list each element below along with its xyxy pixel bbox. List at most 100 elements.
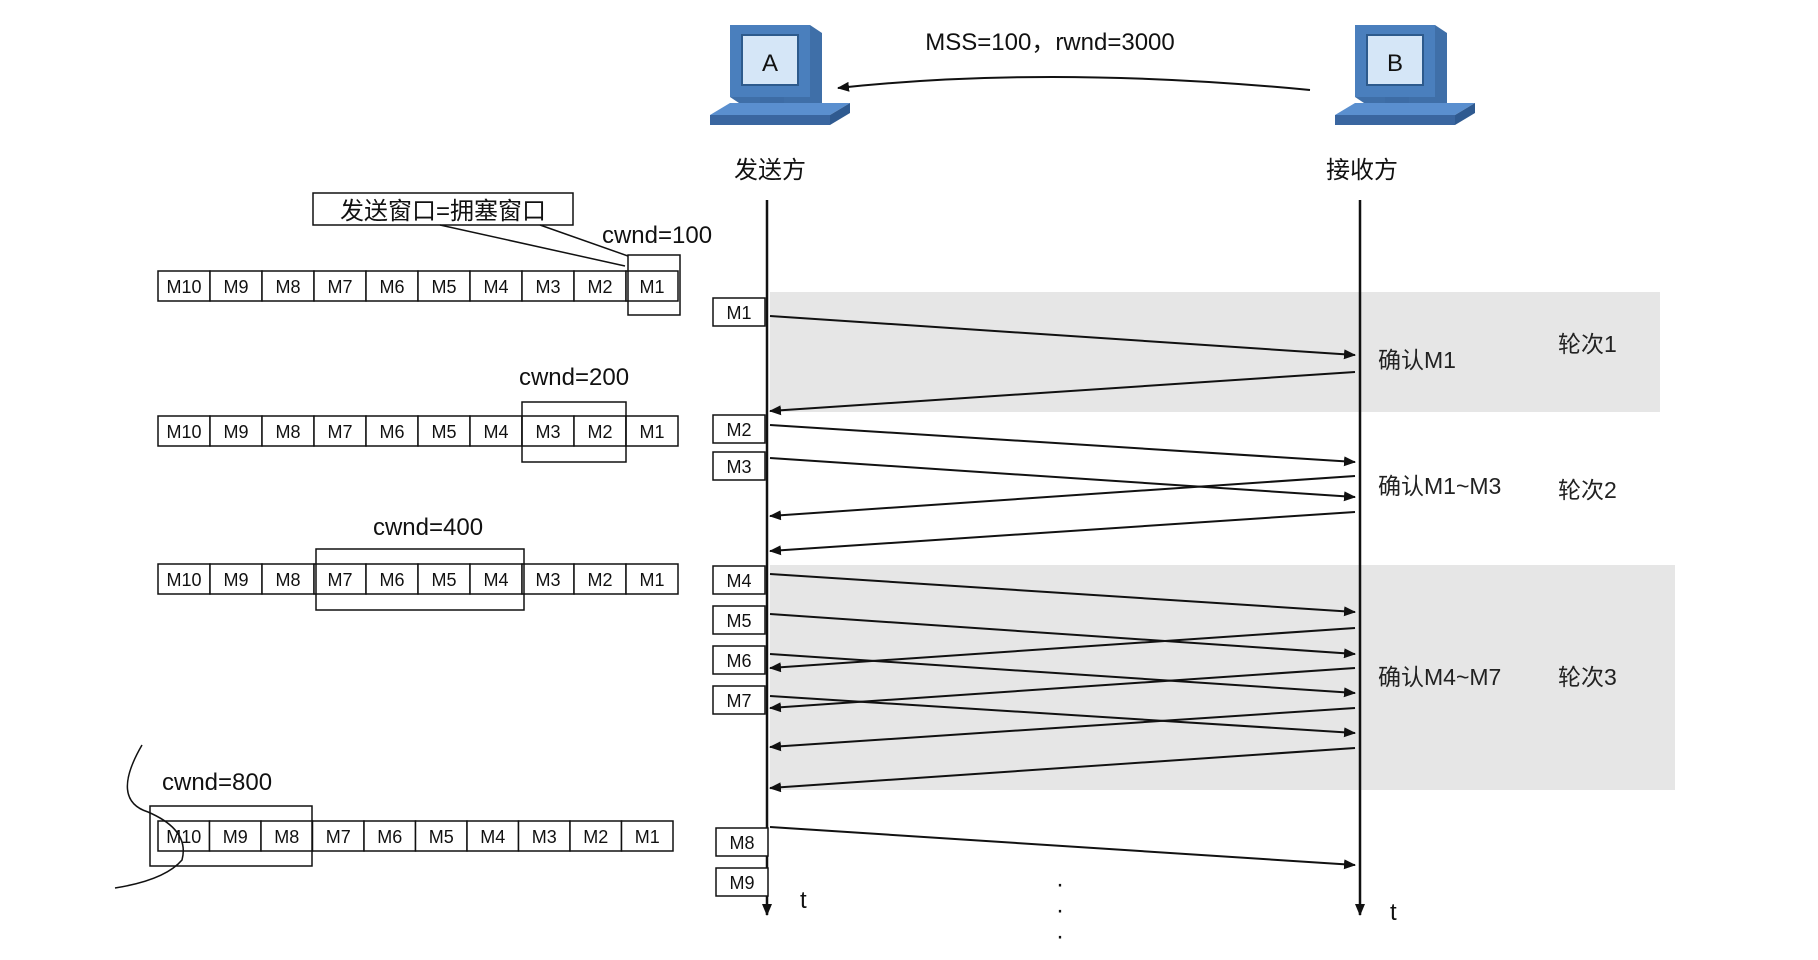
packet-box <box>712 414 766 444</box>
segment-cell <box>157 270 211 302</box>
congestion-window-frame <box>149 805 313 867</box>
segment-label: M4 <box>483 277 508 297</box>
segment-label: M8 <box>275 422 300 442</box>
segment-label: M4 <box>480 827 505 847</box>
segment-cell <box>466 820 520 852</box>
segment-label: M2 <box>587 422 612 442</box>
packet-box <box>712 645 766 675</box>
segment-label: M1 <box>639 570 664 590</box>
segment-label: M5 <box>431 570 456 590</box>
segment-label: M5 <box>431 277 456 297</box>
segment-label: M4 <box>483 570 508 590</box>
segment-label: M9 <box>223 827 248 847</box>
ack-arrows <box>769 371 1356 793</box>
segment-label: M3 <box>535 422 560 442</box>
segment-label: M8 <box>275 570 300 590</box>
segment-label: M7 <box>326 827 351 847</box>
segment-cell <box>261 563 315 595</box>
callout-text: 发送窗口=拥塞窗口 <box>340 198 546 225</box>
ack-label: 确认M1~M3 <box>1378 473 1501 499</box>
segment-label: M8 <box>274 827 299 847</box>
receiver-computer-icon: B <box>1334 24 1476 126</box>
packet-box <box>712 605 766 635</box>
segment-label: M7 <box>327 422 352 442</box>
segment-cell <box>625 270 679 302</box>
packet-label: M9 <box>729 873 754 893</box>
congestion-window-frame <box>627 254 681 316</box>
segment-label: M8 <box>275 277 300 297</box>
cwnd-label: cwnd=100 <box>602 222 712 249</box>
segment-label: M1 <box>639 277 664 297</box>
receiver-time-label: t <box>1390 899 1397 926</box>
segment-cell <box>573 563 627 595</box>
segment-label: M3 <box>532 827 557 847</box>
segment-cell <box>573 415 627 447</box>
ellipsis-dot: · <box>1056 871 1064 898</box>
congestion-window-frame <box>315 548 525 611</box>
ack-label: 确认M4~M7 <box>1378 664 1501 690</box>
segment-cell <box>414 820 468 852</box>
segment-cell <box>417 415 471 447</box>
segment-cell <box>209 270 263 302</box>
packet-box <box>715 827 769 857</box>
round-label: 轮次1 <box>1558 331 1617 357</box>
segment-cell <box>469 563 523 595</box>
segment-label: M2 <box>587 277 612 297</box>
packet-label: M1 <box>726 303 751 323</box>
segment-cell <box>620 820 674 852</box>
round-label: 轮次2 <box>1558 477 1617 503</box>
segment-cell <box>363 820 417 852</box>
round-label: 轮次3 <box>1558 664 1617 690</box>
window-callout: 发送窗口=拥塞窗口 <box>312 192 629 267</box>
segment-cell <box>365 270 419 302</box>
segment-label: M4 <box>483 422 508 442</box>
cwnd-label: cwnd=200 <box>519 364 629 391</box>
packet-label: M6 <box>726 651 751 671</box>
packet-label: M4 <box>726 571 751 591</box>
segment-label: M10 <box>166 827 201 847</box>
segment-label: M6 <box>377 827 402 847</box>
congestion-window-frame <box>521 401 627 463</box>
packet-box <box>715 867 769 897</box>
packet-box <box>712 297 766 327</box>
segment-label: M3 <box>535 277 560 297</box>
segment-label: M6 <box>379 570 404 590</box>
segment-cell <box>417 563 471 595</box>
segment-label: M2 <box>587 570 612 590</box>
segment-label: M6 <box>379 422 404 442</box>
round-1-shade <box>770 292 1660 412</box>
segment-cell <box>569 820 623 852</box>
receiver-letter: B <box>1387 50 1403 77</box>
params-arrow <box>837 76 1311 92</box>
cwnd-label: cwnd=400 <box>373 514 483 541</box>
packet-label: M5 <box>726 611 751 631</box>
packet-box <box>712 451 766 481</box>
segment-label: M1 <box>639 422 664 442</box>
segment-label: M3 <box>535 570 560 590</box>
segment-label: M5 <box>431 422 456 442</box>
segment-label: M6 <box>379 277 404 297</box>
segment-cell <box>365 563 419 595</box>
segment-label: M9 <box>223 422 248 442</box>
segment-cell <box>469 415 523 447</box>
packet-label: M7 <box>726 691 751 711</box>
params-label: MSS=100，rwnd=3000 <box>925 29 1175 56</box>
ellipsis-dot: · <box>1056 897 1064 924</box>
segment-label: M2 <box>583 827 608 847</box>
packet-box <box>712 685 766 715</box>
sender-label: 发送方 <box>734 157 806 184</box>
receiver-label: 接收方 <box>1326 157 1398 184</box>
sender-computer-icon: A <box>709 24 851 126</box>
ack-label: 确认M1 <box>1378 347 1456 373</box>
segment-cell <box>157 415 211 447</box>
packet-label: M3 <box>726 457 751 477</box>
segment-cell <box>521 270 575 302</box>
torn-edge <box>114 744 184 889</box>
segment-label: M10 <box>166 570 201 590</box>
segment-cell <box>313 270 367 302</box>
segment-label: M1 <box>635 827 660 847</box>
